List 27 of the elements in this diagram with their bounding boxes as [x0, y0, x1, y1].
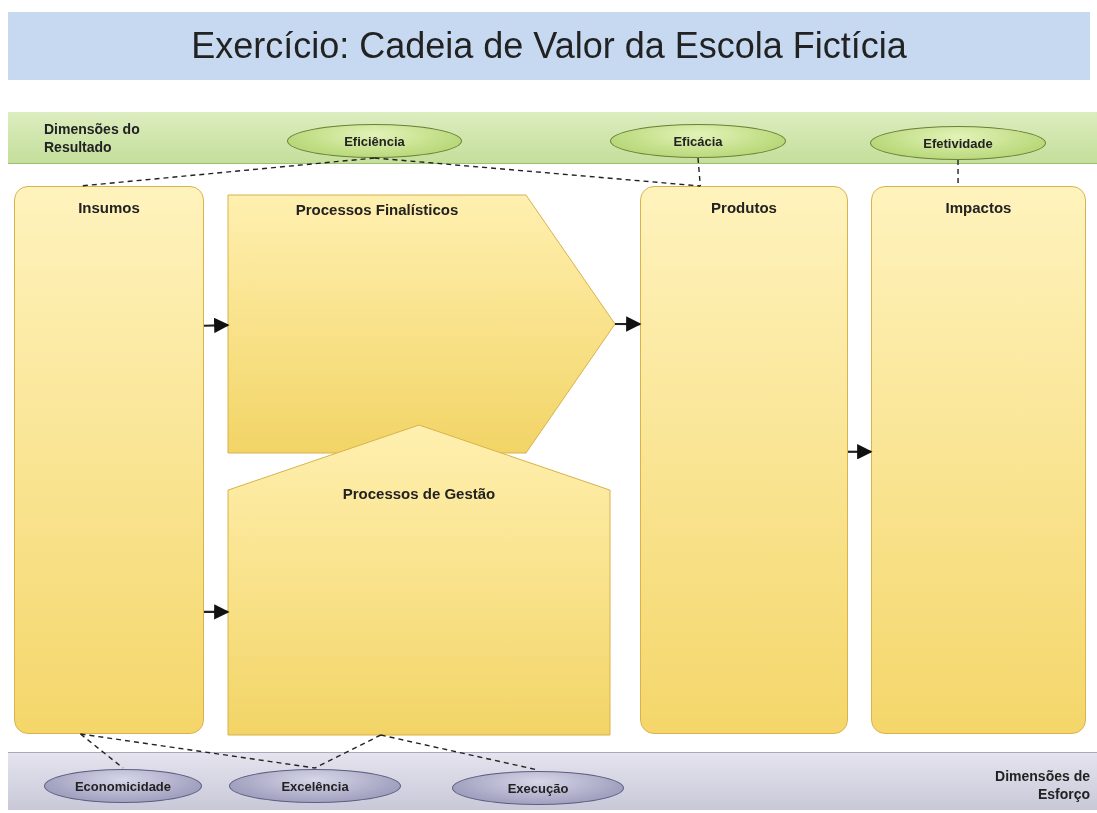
node-label: Eficácia: [673, 133, 723, 149]
node-label: Insumos: [77, 199, 141, 216]
dashed-connector: [79, 733, 316, 769]
arrow: [848, 444, 873, 460]
node-label: Execução: [507, 780, 569, 796]
arrow: [203, 317, 230, 334]
arrow: [204, 604, 230, 620]
dashed-connector: [697, 157, 702, 187]
arrow: [615, 316, 642, 332]
node-label: Dimensões do Resultado: [44, 120, 141, 156]
title: Exercício: Cadeia de Valor da Escola Fictícia: [8, 12, 1090, 80]
node-label: Eficiência: [344, 133, 405, 149]
stage-box: [871, 186, 1086, 734]
node-label: Processos de Gestão: [341, 485, 497, 502]
node-label: Efetividade: [923, 135, 993, 151]
node-label: Dimensões de Esforço: [994, 767, 1090, 803]
stage-box: [14, 186, 204, 734]
node-label: Economicidade: [74, 778, 172, 794]
dashed-connector: [373, 157, 702, 187]
node-label: Processos Finalísticos: [294, 201, 460, 218]
dashed-connector: [314, 734, 382, 769]
dimension-band: [8, 752, 1097, 810]
node-label: Impactos: [944, 199, 1013, 216]
node-label: Excelência: [281, 778, 349, 794]
stage-box: [640, 186, 848, 734]
dimension-band: [8, 112, 1097, 164]
node-label: Produtos: [710, 199, 778, 216]
